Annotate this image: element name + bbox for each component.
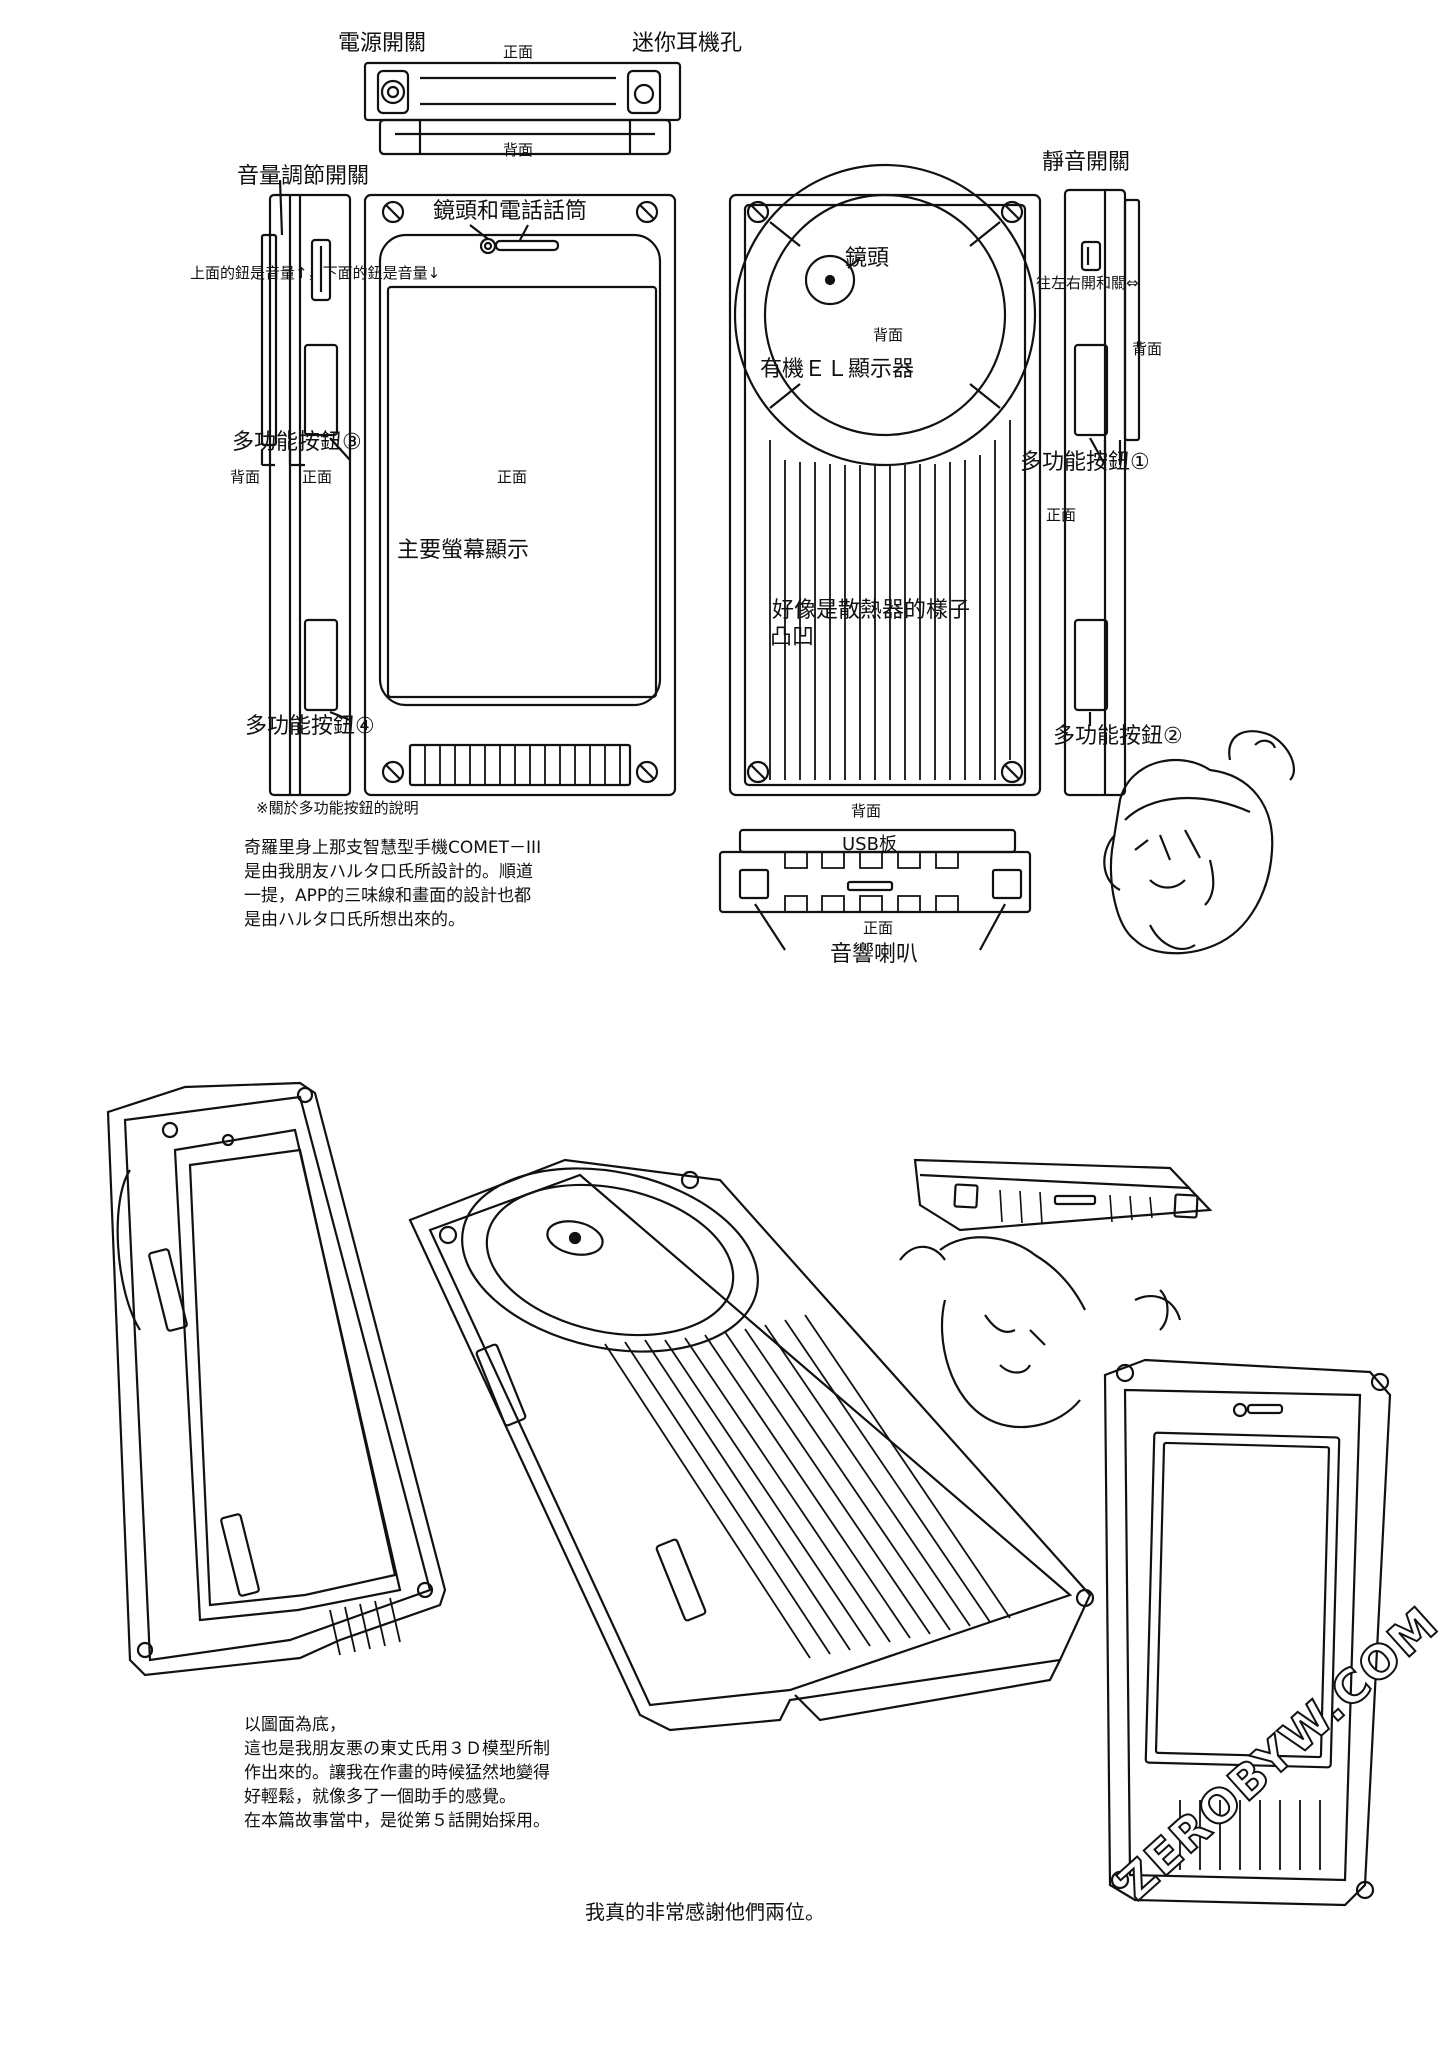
paragraph2-line: 這也是我朋友悪の東丈氏用３Ｄ模型所制 xyxy=(244,1739,550,1759)
paragraph1-line: 是由ハルタ口氏所想出來的。 xyxy=(244,910,465,930)
bottom-back-label: 背面 xyxy=(851,802,882,820)
top-view-drawing xyxy=(365,63,680,154)
back-center-label: 背面 xyxy=(873,326,904,344)
3d-phone-front-right-render xyxy=(1105,1360,1390,1905)
paragraph1-line: 是由我朋友ハルタ口氏所設計的。順道 xyxy=(244,862,533,882)
lens-receiver-label: 鏡頭和電話話筒 xyxy=(433,199,588,224)
mini-jack-label: 迷你耳機孔 xyxy=(632,31,743,56)
paragraph1-line: 一提，APP的三味線和畫面的設計也都 xyxy=(244,886,532,906)
right-front-label: 正面 xyxy=(1046,506,1077,524)
paragraph1-line: 奇羅里身上那支智慧型手機COMET－III xyxy=(244,838,542,858)
front-view-drawing xyxy=(365,195,675,795)
top-back-label: 背面 xyxy=(503,141,534,159)
3d-phone-front-render xyxy=(108,1083,445,1675)
modeler-credit-paragraph: 以圖面為底， 這也是我朋友悪の東丈氏用３Ｄ模型所制 作出來的。讓我在作畫的時候猛… xyxy=(244,1713,550,1833)
top-front-label: 正面 xyxy=(503,43,534,61)
buttons-note: ※關於多功能按鈕的說明 xyxy=(256,799,419,817)
bottom-view-drawing xyxy=(720,830,1030,950)
mute-note: 往左右開和關⇔ xyxy=(1036,274,1139,292)
volume-note: 上面的鈕是音量↑，下面的鈕是音量↓ xyxy=(190,264,441,282)
speaker-label: 音響喇叭 xyxy=(830,942,919,967)
paragraph2-line: 在本篇故事當中，是從第５話開始採用。 xyxy=(244,1811,550,1831)
left-side-view-drawing xyxy=(262,180,350,795)
volume-switch-label: 音量調節開關 xyxy=(237,164,370,189)
multi-button-1-label: 多功能按鈕① xyxy=(1020,450,1150,475)
multi-button-4-label: 多功能按鈕④ xyxy=(245,714,375,739)
chibi-figure-sketch xyxy=(900,1237,1180,1427)
designer-credit-paragraph: 奇羅里身上那支智慧型手機COMET－III 是由我朋友ハルタ口氏所設計的。順道 … xyxy=(244,836,541,932)
multi-button-3-label: 多功能按鈕③ xyxy=(232,430,362,455)
back-view-drawing xyxy=(730,165,1040,795)
multi-button-2-label: 多功能按鈕② xyxy=(1053,724,1183,749)
main-screen-label: 主要螢幕顯示 xyxy=(397,538,530,563)
heatsink-label: 好像是散熱器的樣子 xyxy=(772,598,971,623)
heatsink-symbol: 凸凹 xyxy=(770,625,815,650)
chibi-head-sketch xyxy=(1104,731,1294,953)
paragraph2-line: 作出來的。讓我在作畫的時候猛然地變得 xyxy=(244,1763,550,1783)
paragraph2-line: 以圖面為底， xyxy=(244,1715,346,1735)
bottom-front-label: 正面 xyxy=(863,919,894,937)
lens-label: 鏡頭 xyxy=(845,246,890,271)
left-front-label: 正面 xyxy=(302,468,333,486)
left-back-label: 背面 xyxy=(230,468,261,486)
right-back-label: 背面 xyxy=(1132,340,1163,358)
paragraph2-line: 好輕鬆，就像多了一個助手的感覺。 xyxy=(244,1787,516,1807)
thanks-footer: 我真的非常感謝他們兩位。 xyxy=(585,1900,825,1924)
front-screen-front-label: 正面 xyxy=(497,468,528,486)
oled-label: 有機ＥＬ顯示器 xyxy=(760,357,915,382)
power-switch-label: 電源開關 xyxy=(338,31,427,56)
mute-switch-label: 靜音開關 xyxy=(1042,150,1131,175)
3d-phone-back-render xyxy=(410,1143,1093,1730)
3d-phone-bottom-render xyxy=(915,1160,1210,1230)
usb-board-label: USB板 xyxy=(842,834,897,855)
right-side-view-drawing xyxy=(1065,190,1139,795)
